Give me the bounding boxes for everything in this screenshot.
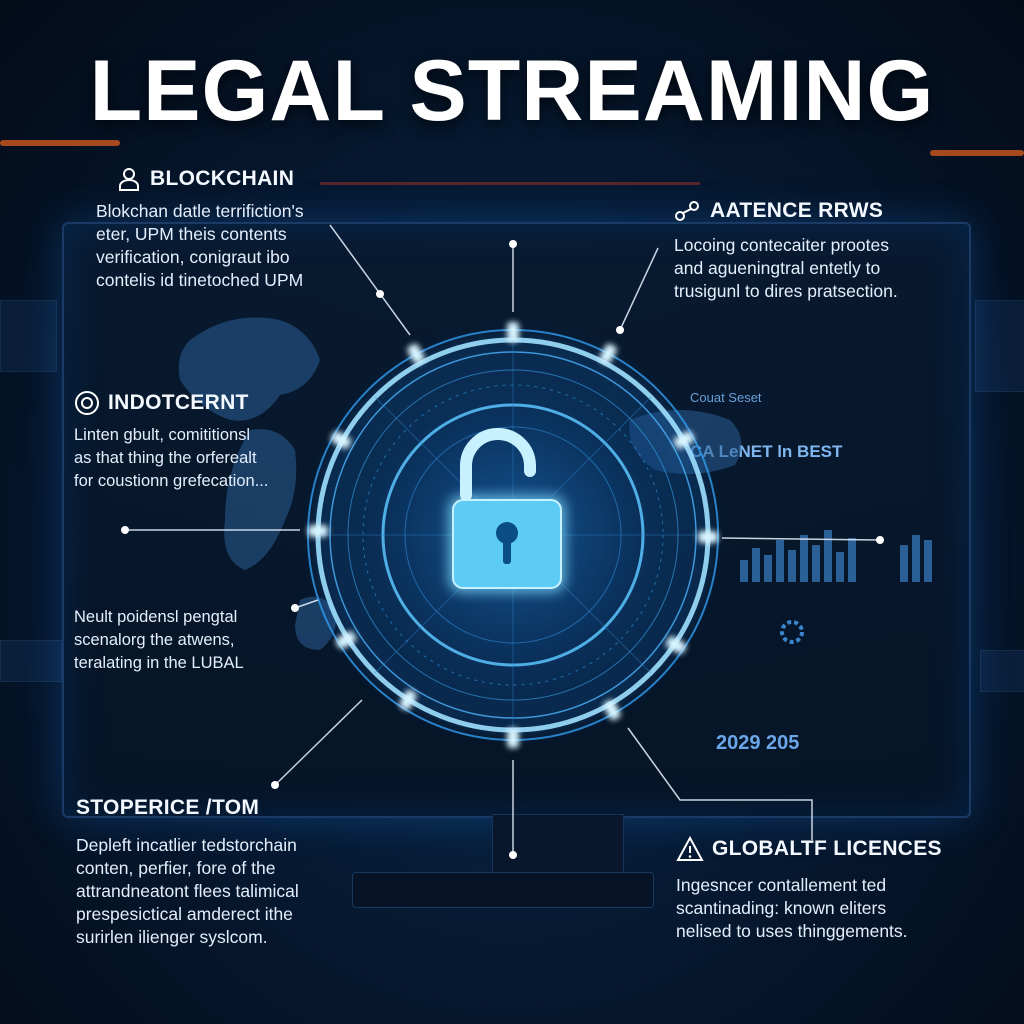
bg-tile	[975, 300, 1024, 392]
panel-title: AATENCE RRWS	[710, 199, 884, 222]
text-line: Blokchan datle terrifiction's	[96, 201, 304, 221]
panel-stoperice: STOPERICE /TOM Depleft incatlier tedstor…	[76, 796, 336, 949]
panel-blockchain: BLOCKCHAIN Blokchan datle terrifiction's…	[96, 166, 356, 292]
text-line: Depleft incatlier tedstorchain	[76, 835, 297, 855]
bg-tile	[980, 650, 1024, 692]
bg-tile	[0, 640, 62, 682]
screen-year: 2029 205	[716, 732, 800, 754]
unlocked-padlock-icon	[448, 428, 566, 593]
text-line: scantinading: known eliters	[676, 898, 887, 918]
monitor-stand	[492, 814, 624, 876]
panel-title: BLOCKCHAIN	[150, 167, 295, 190]
panel-global-licences: GLOBALTF LICENCES Ingesncer contallement…	[676, 836, 966, 943]
orange-light-right	[930, 150, 1024, 156]
bg-tile	[0, 300, 57, 372]
panel-title: INDOTCERNT	[108, 391, 249, 414]
text-line: teralating in the LUBAL	[74, 654, 244, 672]
text-line: for coustionn grefecation...	[74, 472, 269, 490]
text-line: surirlen ilienger syslcom.	[76, 927, 268, 947]
text-line: as that thing the orferealt	[74, 449, 257, 467]
panel-body: Neult poidensl pengtal scenalorg the atw…	[74, 606, 294, 675]
monitor-base	[352, 872, 654, 908]
badge-icon	[74, 390, 100, 416]
panel-indotcernt: INDOTCERNT Linten gbult, comititionsl as…	[74, 390, 314, 493]
text-line: conten, perfier, fore of the	[76, 858, 276, 878]
text-line: scenalorg the atwens,	[74, 631, 235, 649]
text-line: nelised to uses thinggements.	[676, 921, 908, 941]
text-line: and agueningtral entetly to	[674, 258, 881, 278]
panel-body: Blokchan datle terrifiction's eter, UPM …	[96, 200, 356, 292]
orange-light-left	[0, 140, 120, 146]
text-line: eter, UPM theis contents	[96, 224, 287, 244]
bar-chart	[740, 530, 932, 582]
text-line: Neult poidensl pengtal	[74, 608, 238, 626]
page-title: LEGAL STREAMING	[89, 43, 935, 139]
network-nodes-icon	[674, 198, 702, 224]
text-line: Ingesncer contallement ted	[676, 875, 887, 895]
screen-label: Couat Seset	[690, 390, 762, 405]
panel-title: STOPERICE /TOM	[76, 796, 260, 819]
panel-body: Ingesncer contallement ted scantinading:…	[676, 874, 966, 943]
text-line: trusigunl to dires pratsection.	[674, 281, 898, 301]
gear-icon	[780, 620, 804, 644]
panel-body: Depleft incatlier tedstorchain conten, p…	[76, 834, 336, 949]
panel-body: Linten gbult, comititionsl as that thing…	[74, 424, 314, 493]
warning-icon	[676, 836, 704, 862]
panel-neult: Neult poidensl pengtal scenalorg the atw…	[74, 606, 294, 675]
text-line: verification, conigraut ibo	[96, 247, 290, 267]
text-line: prespesictical amderect ithe	[76, 904, 293, 924]
panel-aatence: AATENCE RRWS Locoing contecaiter prootes…	[674, 198, 974, 303]
panel-title: GLOBALTF LICENCES	[712, 837, 942, 860]
text-line: Locoing contecaiter prootes	[674, 235, 889, 255]
red-light-strip	[320, 182, 700, 185]
user-shield-icon	[116, 166, 142, 192]
text-line: Linten gbult, comititionsl	[74, 426, 251, 444]
text-line: contelis id tinetoched UPM	[96, 270, 304, 290]
text-line: attrandneatont flees talimical	[76, 881, 299, 901]
panel-body: Locoing contecaiter prootes and aguening…	[674, 234, 974, 303]
